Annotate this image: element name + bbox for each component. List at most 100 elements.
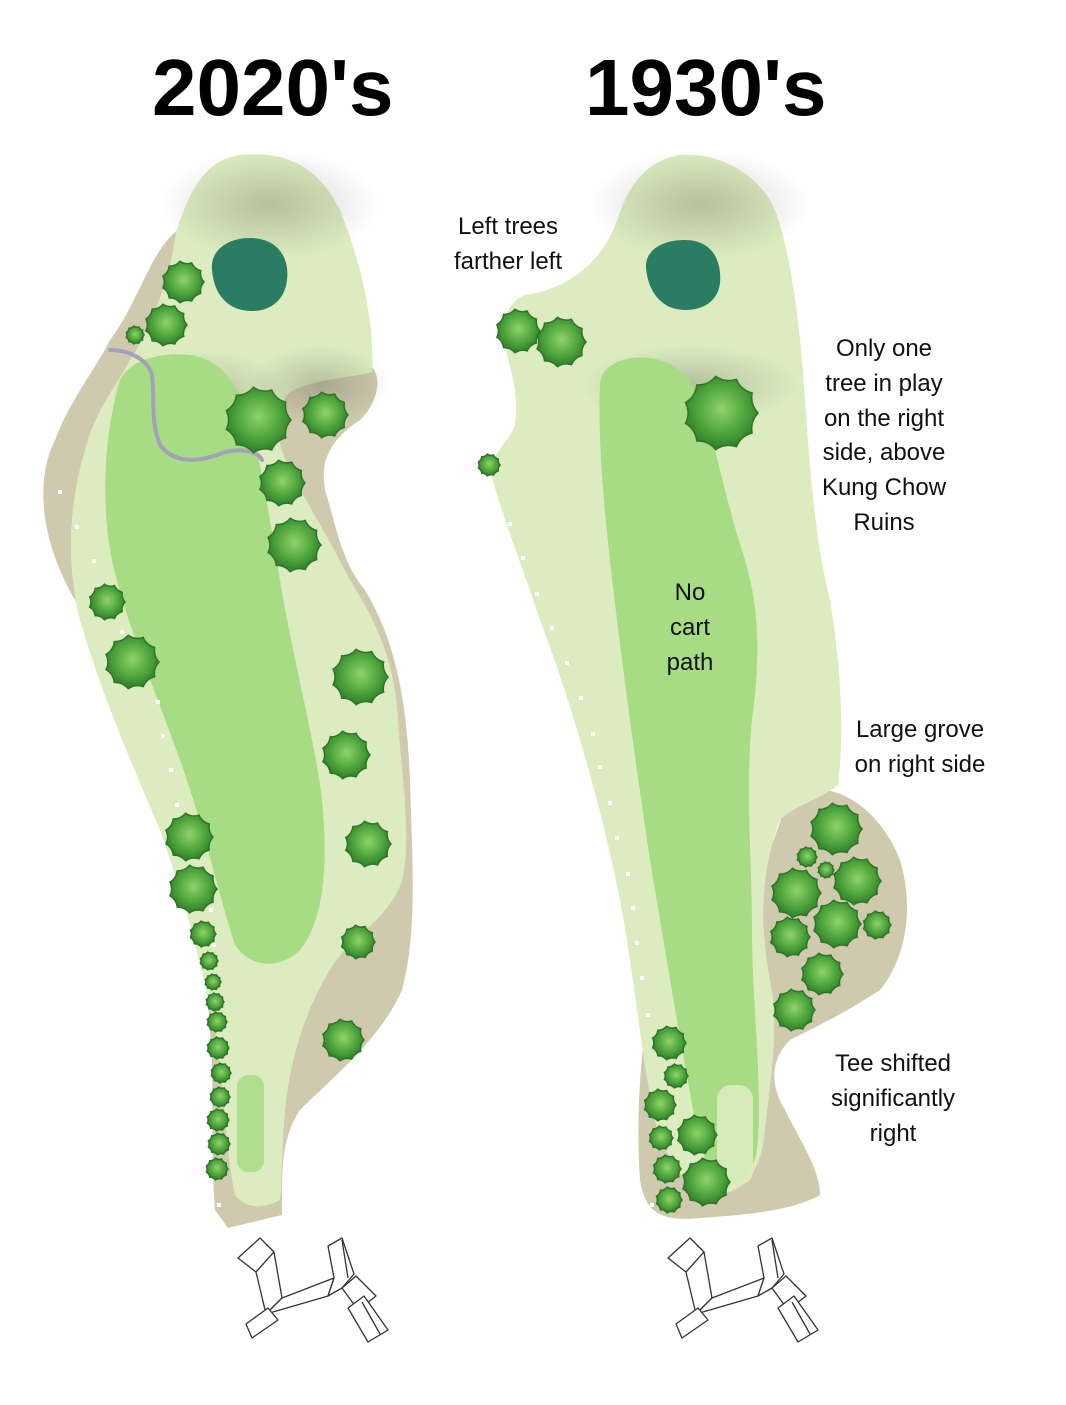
- tree-icon: [161, 260, 206, 304]
- tree-icon: [125, 325, 146, 345]
- yardage-marker: [598, 765, 602, 769]
- tree-icon: [643, 1088, 678, 1122]
- building-segment: [675, 1307, 709, 1339]
- yardage-marker: [58, 490, 62, 494]
- tree-icon: [204, 973, 223, 991]
- tree-icon: [648, 1125, 675, 1151]
- annotation-no-cart-path: No cart path: [666, 579, 714, 676]
- tree-icon: [199, 951, 220, 971]
- tree-icon: [105, 634, 161, 690]
- tree-icon: [862, 910, 893, 940]
- tree-icon: [206, 1036, 231, 1060]
- tree-icon: [258, 459, 307, 507]
- tree-icon: [321, 1018, 366, 1062]
- building-segment: [245, 1307, 279, 1339]
- yardage-markers: [491, 486, 654, 1207]
- title-2020s: 2020's: [152, 43, 394, 132]
- tree-icon: [652, 1154, 683, 1184]
- yardage-marker: [209, 908, 213, 912]
- tree-group: [477, 308, 893, 1214]
- building-detail-line: [341, 1239, 381, 1335]
- tree-icon: [813, 899, 863, 949]
- yardage-marker: [615, 836, 619, 840]
- yardage-marker: [626, 872, 630, 876]
- tree-icon: [225, 386, 293, 454]
- tree-icon: [189, 920, 218, 948]
- hole-1930s: [477, 150, 908, 1219]
- tree-icon: [207, 1132, 232, 1156]
- tree-icon: [676, 1114, 719, 1156]
- yardage-marker: [212, 943, 216, 947]
- tree-icon: [301, 391, 350, 439]
- yardage-marker: [521, 556, 525, 560]
- tree-icon: [817, 861, 836, 879]
- yardage-marker: [169, 768, 173, 772]
- yardage-marker: [608, 801, 612, 805]
- tree-icon: [651, 1025, 688, 1061]
- tree-icon: [772, 988, 817, 1032]
- yardage-marker: [635, 941, 639, 945]
- yardage-marker: [565, 661, 569, 665]
- yardage-marker: [161, 734, 165, 738]
- yardage-marker: [75, 525, 79, 529]
- tree-icon: [267, 517, 323, 573]
- tree-icon: [165, 812, 215, 862]
- tree-icon: [536, 316, 588, 368]
- tree-icon: [477, 453, 502, 477]
- yardage-marker: [156, 700, 160, 704]
- tree-group: [88, 260, 393, 1181]
- yardage-marker: [92, 559, 96, 563]
- tree-icon: [682, 1157, 732, 1207]
- tree-icon: [169, 864, 219, 914]
- title-1930s: 1930's: [585, 43, 827, 132]
- tree-icon: [88, 583, 127, 621]
- tree-icon: [144, 303, 189, 347]
- tree-icon: [495, 308, 542, 354]
- building-segment: [347, 1295, 389, 1343]
- tree-icon: [340, 924, 377, 960]
- tree-icon: [771, 867, 823, 919]
- yardage-marker: [535, 592, 539, 596]
- tree-icon: [210, 1062, 233, 1084]
- tree-icon: [663, 1063, 690, 1089]
- hole-2020s: [43, 150, 413, 1228]
- tee-box: [237, 1075, 264, 1172]
- annotation-left-trees: Left trees farther left: [453, 213, 563, 275]
- building-detail-line: [771, 1239, 811, 1335]
- tree-icon: [332, 648, 390, 706]
- tree-icon: [796, 846, 819, 868]
- kung-chow-ruins-icon: [667, 1237, 819, 1343]
- yardage-marker: [591, 732, 595, 736]
- tree-icon: [833, 856, 883, 906]
- yardage-marker: [631, 906, 635, 910]
- tree-icon: [206, 1011, 229, 1033]
- building-segment: [777, 1295, 819, 1343]
- tee-box: [717, 1085, 753, 1185]
- tree-icon: [206, 1108, 231, 1132]
- yardage-marker: [646, 1013, 650, 1017]
- tree-icon: [322, 730, 372, 780]
- tree-icon: [205, 992, 226, 1012]
- tree-icon: [769, 916, 812, 958]
- tree-icon: [810, 802, 864, 856]
- yardage-marker: [508, 522, 512, 526]
- tree-icon: [800, 952, 845, 996]
- tree-icon: [655, 1186, 684, 1214]
- yardage-marker: [120, 630, 124, 634]
- tree-icon: [205, 1157, 230, 1181]
- green-surround-shade: [160, 150, 380, 260]
- yardage-marker: [579, 696, 583, 700]
- putting-green: [645, 240, 721, 310]
- yardage-marker: [491, 486, 495, 490]
- annotation-large-grove: Large grove on right side: [854, 716, 986, 778]
- cart-path: [108, 348, 264, 462]
- yardage-marker: [175, 803, 179, 807]
- yardage-marker: [550, 626, 554, 630]
- putting-green: [211, 238, 288, 312]
- fairway: [599, 357, 759, 1185]
- annotation-only-one-tree: Only one tree in play on the right side,…: [821, 335, 947, 536]
- tree-icon: [344, 820, 393, 868]
- yardage-marker: [650, 1203, 654, 1207]
